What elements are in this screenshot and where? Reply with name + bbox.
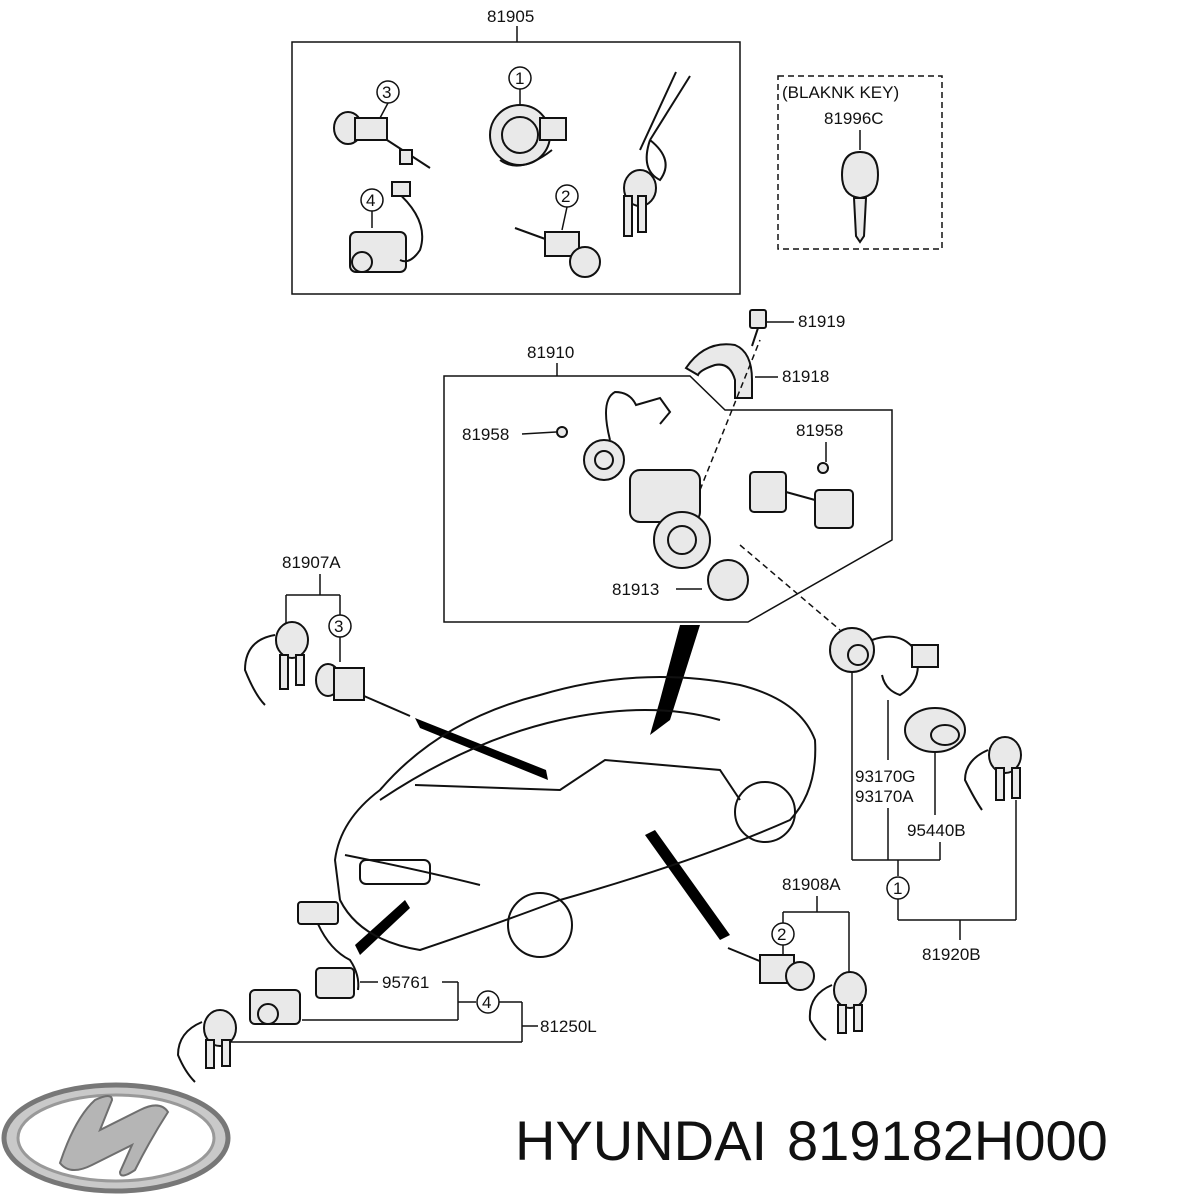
trunk-actuator-icon	[315, 967, 355, 999]
bolt-81919-icon	[749, 309, 767, 347]
ignition-lock-body	[583, 390, 854, 569]
ignition-cylinder-93170-icon	[829, 627, 939, 697]
part-number: 819182H000	[787, 1109, 1108, 1172]
door-cylinder-left-icon	[315, 663, 411, 717]
ring-95440B-icon	[904, 707, 966, 753]
label-81958-right: 81958	[796, 421, 843, 440]
callout-1-text: 1	[515, 69, 524, 88]
screw-icon	[556, 426, 568, 438]
key-pair-bottom-left-icon	[176, 1009, 237, 1083]
label-95440B: 95440B	[907, 821, 966, 840]
label-81918: 81918	[782, 367, 829, 386]
label-81958-left: 81958	[462, 425, 509, 444]
callout-1b-text: 1	[893, 879, 902, 898]
blank-key-caption: (BLAKNK KEY)	[782, 83, 899, 102]
callout-3b-text: 3	[334, 617, 343, 636]
group-right-cylinders: 93170G 93170A 95440B 1 81920B	[829, 627, 1022, 964]
pointer-arrow-door-left	[415, 718, 548, 780]
label-81920B: 81920B	[922, 945, 981, 964]
pointer-arrow-trunk	[355, 900, 410, 955]
label-81913: 81913	[612, 580, 659, 599]
label-81910: 81910	[527, 343, 574, 362]
callout-4b-text: 4	[482, 993, 491, 1012]
hyundai-logo-icon	[1, 1082, 231, 1194]
trunk-lock-cylinder-icon	[249, 989, 301, 1025]
label-93170G: 93170G	[855, 767, 916, 786]
label-81905: 81905	[487, 7, 534, 26]
car-outline-icon	[333, 676, 817, 958]
pointer-arrow-door-right	[645, 830, 730, 940]
bracket-81918-icon	[684, 343, 753, 399]
key-set-icon	[623, 71, 691, 237]
blank-key-box	[777, 75, 943, 250]
door-cylinder-right-icon	[727, 947, 815, 991]
callout-2b-text: 2	[777, 925, 786, 944]
blank-key-group: (BLAKNK KEY) 81996C	[777, 75, 943, 250]
door-lock-cylinder-3	[333, 111, 431, 169]
brand-maker: HYUNDAI	[515, 1109, 768, 1172]
key-ring-cover-icon	[707, 559, 749, 601]
group-81908A: 81908A 2	[727, 875, 867, 1041]
pointer-arrow-ignition	[650, 625, 700, 735]
door-lock-cylinder-2	[514, 227, 601, 278]
label-81919: 81919	[798, 312, 845, 331]
label-81908A: 81908A	[782, 875, 841, 894]
ignition-assy-box	[443, 375, 893, 623]
key-pair-bottom-right-icon	[808, 971, 867, 1041]
group-81907A: 81907A 3	[243, 553, 411, 717]
label-81250L: 81250L	[540, 1017, 597, 1036]
group-trunk: 95761 4 81250L	[176, 901, 597, 1083]
callout-4-text: 4	[366, 191, 375, 210]
brand-caption: HYUNDAI 819182H000	[515, 1108, 1128, 1173]
label-93170A: 93170A	[855, 787, 914, 806]
label-81996C: 81996C	[824, 109, 884, 128]
trunk-switch-icon	[297, 901, 360, 991]
label-81907A: 81907A	[282, 553, 341, 572]
kit-81905-group: 81905 3 1	[291, 7, 741, 295]
ignition-switch-1	[489, 104, 567, 167]
key-pair-right-icon	[963, 736, 1022, 811]
screw-icon-2	[817, 462, 829, 474]
trunk-lock-4	[349, 181, 424, 273]
callout-3-text: 3	[382, 83, 391, 102]
callout-2-text: 2	[561, 187, 570, 206]
kit-box-81905	[291, 41, 741, 295]
label-95761: 95761	[382, 973, 429, 992]
blank-key-icon	[840, 150, 880, 244]
key-pair-left-icon	[243, 621, 309, 706]
ignition-assy-group: 81910 81919 81918 81958 81958	[443, 309, 893, 631]
